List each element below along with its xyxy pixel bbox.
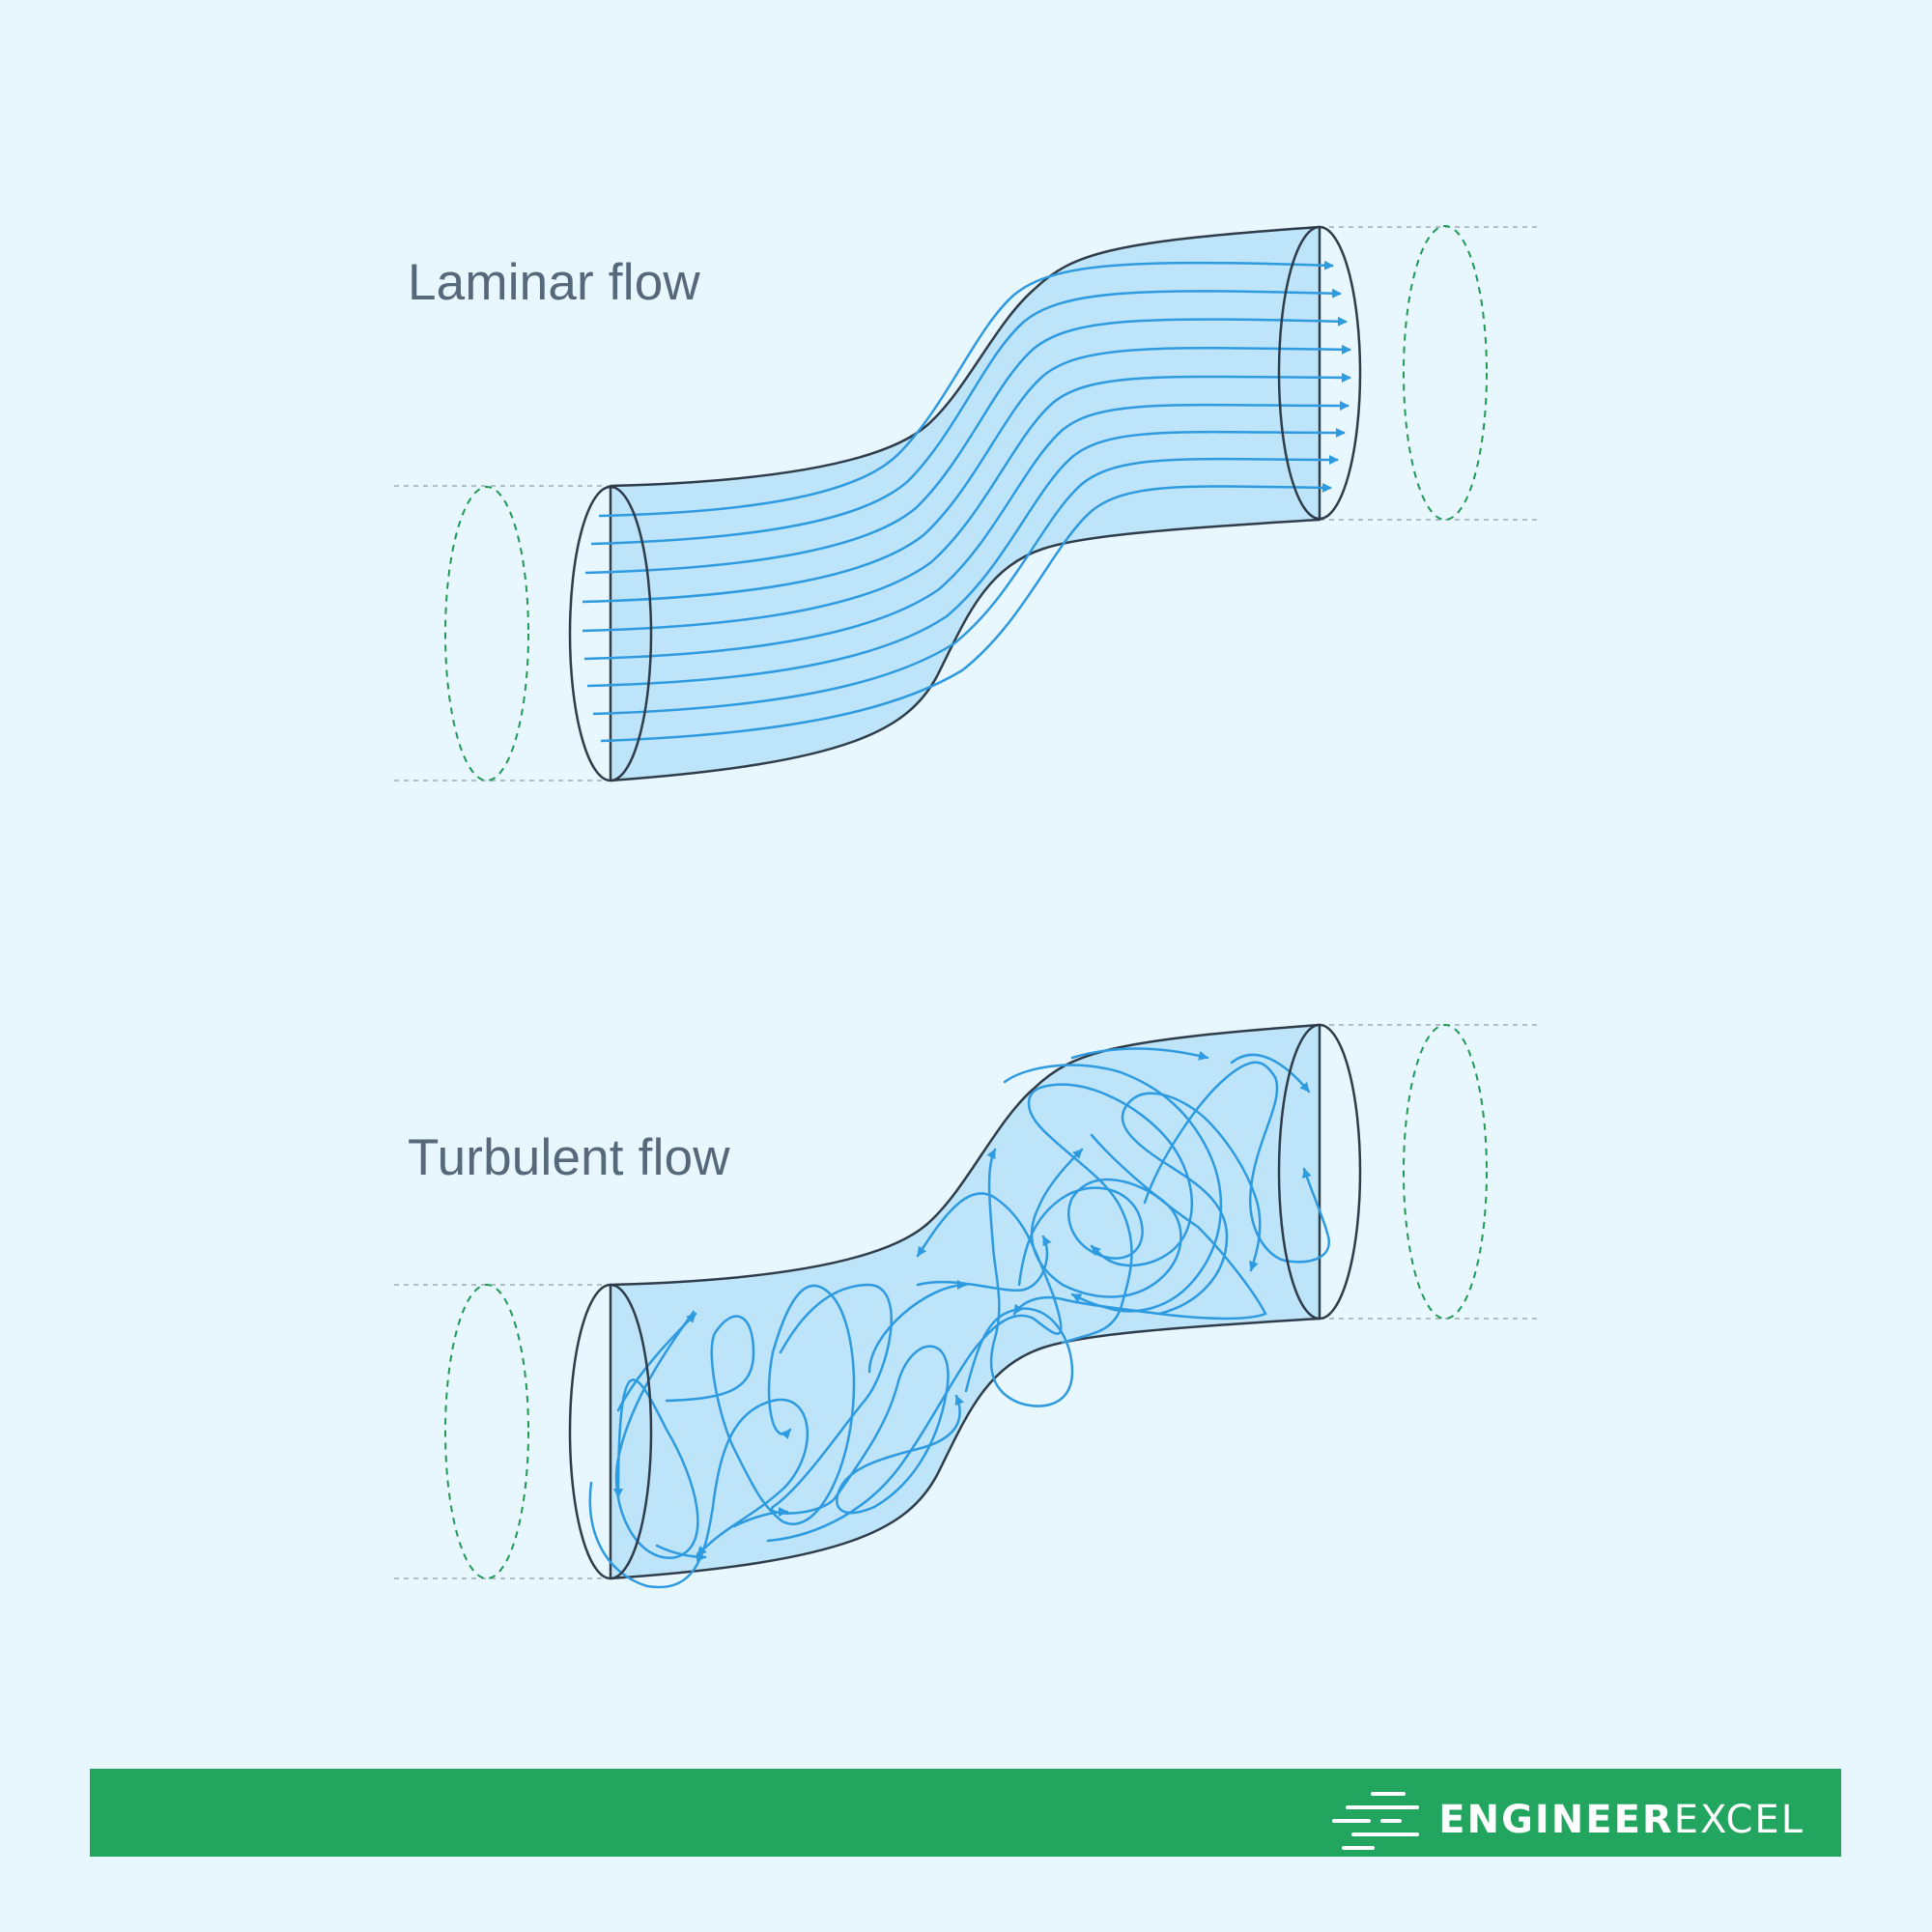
laminar-flow-title: Laminar flow bbox=[408, 254, 700, 311]
eddy bbox=[916, 1235, 1052, 1293]
eddy bbox=[665, 1284, 856, 1525]
eddy bbox=[1121, 1092, 1262, 1316]
turbulent-pipe-body bbox=[609, 1023, 1321, 1580]
eddy bbox=[770, 1283, 964, 1515]
streamline bbox=[583, 400, 1350, 661]
eddy bbox=[1017, 1148, 1182, 1298]
laminar-guide-lines bbox=[394, 226, 1540, 781]
brand-name: ENGINEEREXCEL bbox=[1438, 1796, 1804, 1844]
eddy bbox=[766, 1192, 1063, 1543]
brand-name-light: EXCEL bbox=[1673, 1798, 1804, 1842]
eddy bbox=[1027, 1083, 1193, 1345]
turbulent-guide-lines bbox=[394, 1024, 1540, 1579]
laminar-streamlines bbox=[582, 260, 1351, 743]
laminar-pipe bbox=[394, 225, 1540, 782]
streamline bbox=[582, 344, 1351, 604]
streamline bbox=[582, 372, 1351, 633]
streamline bbox=[600, 482, 1332, 743]
brand-speed-lines-icon bbox=[1332, 1792, 1420, 1850]
eddy bbox=[1003, 1064, 1223, 1313]
turbulent-eddies bbox=[588, 1047, 1331, 1589]
streamline bbox=[586, 427, 1346, 688]
turbulent-outlet-cross-section bbox=[1403, 1024, 1488, 1320]
eddy bbox=[616, 1312, 697, 1412]
streamline bbox=[598, 260, 1334, 518]
streamline bbox=[592, 454, 1339, 716]
eddy bbox=[1070, 1047, 1209, 1061]
eddy bbox=[1012, 1133, 1267, 1321]
eddy bbox=[964, 1148, 1074, 1407]
eddy bbox=[655, 1544, 707, 1562]
turbulent-inlet-cross-section bbox=[444, 1284, 529, 1579]
laminar-pipe-body bbox=[609, 225, 1321, 782]
eddy bbox=[732, 1507, 789, 1528]
eddy bbox=[867, 1280, 968, 1374]
eddy bbox=[1143, 1061, 1331, 1264]
turbulent-flow-title: Turbulent flow bbox=[408, 1129, 730, 1186]
laminar-outlet-cross-section bbox=[1403, 225, 1488, 521]
turbulent-inlet-rim bbox=[568, 1283, 653, 1580]
brand-name-bold: ENGINEER bbox=[1438, 1798, 1674, 1842]
turbulent-outlet-rim bbox=[1277, 1023, 1362, 1321]
eddy bbox=[1230, 1053, 1311, 1094]
streamline bbox=[584, 316, 1348, 575]
laminar-outlet-rim bbox=[1277, 225, 1362, 521]
laminar-inlet-rim bbox=[568, 485, 653, 782]
footer-bar: ENGINEEREXCEL bbox=[90, 1769, 1841, 1857]
brand-logo: ENGINEEREXCEL bbox=[1330, 1788, 1804, 1852]
streamline bbox=[590, 288, 1342, 546]
turbulent-pipe bbox=[394, 1023, 1540, 1589]
laminar-inlet-cross-section bbox=[444, 486, 529, 781]
